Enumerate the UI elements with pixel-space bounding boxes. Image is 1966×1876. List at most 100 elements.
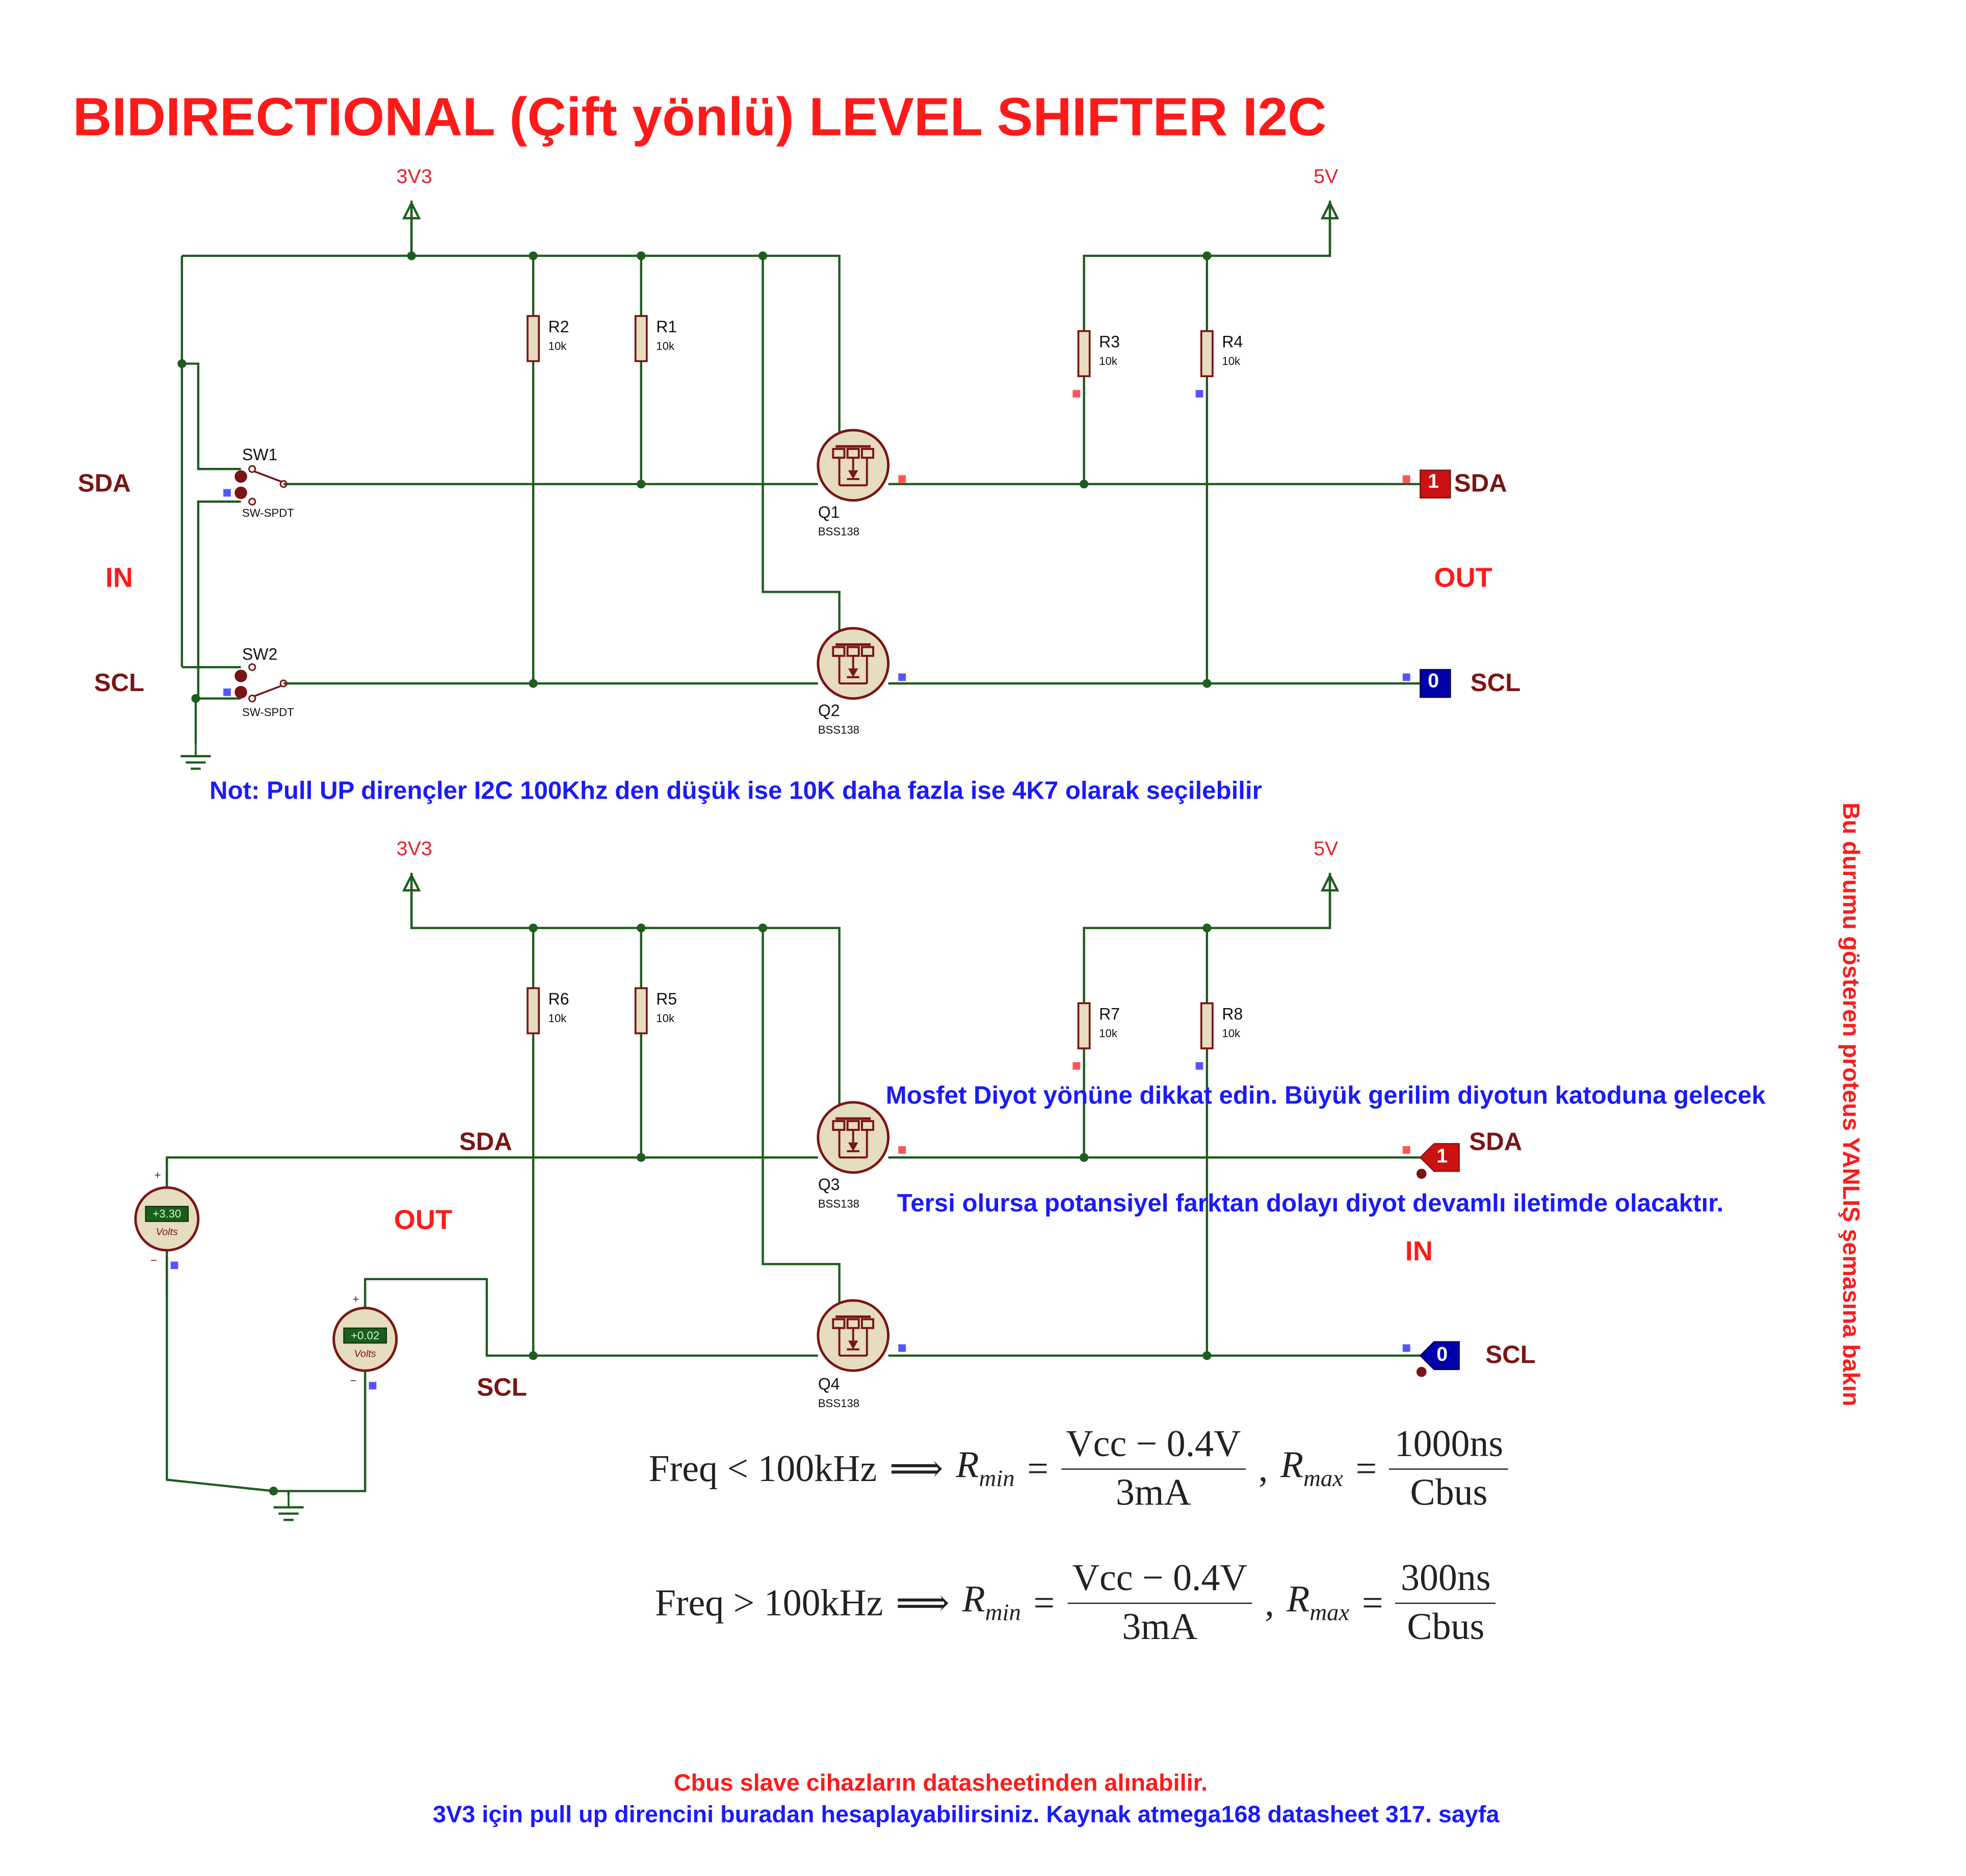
resistor-r7 <box>1077 1002 1091 1049</box>
r7-ref: R7 <box>1099 1004 1120 1023</box>
supply-3v3-top-label: 3V3 <box>396 167 432 189</box>
formula-high-condition: Freq > 100kHz <box>654 1582 883 1624</box>
q4-ref: Q4 <box>818 1374 840 1393</box>
page-title: BIDIRECTIONAL (Çift yönlü) LEVEL SHIFTER… <box>72 88 1327 148</box>
svg-text:−: − <box>350 1375 357 1387</box>
bottom-scl-label: SCL <box>477 1374 527 1402</box>
formula-high-rmax: 300ns Cbus <box>1396 1557 1496 1649</box>
svg-text:+: + <box>154 1169 161 1181</box>
formula-low-freq: Freq < 100kHz ⟹ Rmin= Vcc − 0.4V 3mA ,Rm… <box>649 1423 1508 1515</box>
logic-probe-sda-top <box>1420 469 1451 499</box>
voltmeter-scl-reading: +0.02 <box>351 1329 380 1342</box>
formula-low-rmax: 1000ns Cbus <box>1389 1423 1508 1515</box>
q1-ref: Q1 <box>818 503 840 522</box>
top-sda-out-label: SDA <box>1454 470 1507 498</box>
r2-ref: R2 <box>548 317 569 336</box>
logic-state-scl-bottom[interactable] <box>1416 1341 1460 1377</box>
mosfet-q2 <box>818 628 888 699</box>
r3-ref: R3 <box>1099 332 1120 351</box>
diode-note-2: Tersi olursa potansiyel farktan dolayı d… <box>897 1190 1724 1218</box>
footer-cbus-note: Cbus slave cihazların datasheetinden alı… <box>673 1771 1208 1798</box>
r4-ref: R4 <box>1222 332 1243 351</box>
r8-ref: R8 <box>1222 1004 1243 1023</box>
bottom-out-label: OUT <box>394 1204 453 1235</box>
formula-low-rmin: Vcc − 0.4V 3mA <box>1061 1423 1246 1515</box>
q3-model: BSS138 <box>818 1197 860 1210</box>
pullup-note: Not: Pull UP dirençler I2C 100Khz den dü… <box>209 777 1262 805</box>
sw1-ref: SW1 <box>242 445 278 464</box>
resistor-r5 <box>634 987 648 1035</box>
voltmeter-sda-unit: Volts <box>155 1226 178 1238</box>
supply-5v-top-icon <box>1322 203 1338 256</box>
switch-sw1[interactable] <box>223 465 287 506</box>
q1-model: BSS138 <box>818 525 860 538</box>
bottom-scl-state: 0 <box>1436 1344 1448 1366</box>
voltmeter-sda-reading: +3.30 <box>152 1207 181 1221</box>
r8-value: 10k <box>1222 1027 1241 1040</box>
logic-state-sda-bottom[interactable] <box>1416 1143 1460 1179</box>
supply-3v3-top-icon <box>404 203 420 256</box>
top-scl-probe-state: 0 <box>1428 671 1439 693</box>
bottom-sda-label: SDA <box>459 1128 512 1156</box>
r2-value: 10k <box>548 339 567 353</box>
sw1-model: SW-SPDT <box>242 507 294 519</box>
voltmeter-sda: + − <box>134 1169 200 1270</box>
r7-value: 10k <box>1099 1027 1117 1040</box>
formula-high-freq: Freq > 100kHz ⟹ Rmin= Vcc − 0.4V 3mA ,Rm… <box>655 1557 1496 1649</box>
sw2-ref: SW2 <box>242 644 278 664</box>
implies-icon: ⟹ <box>896 1582 950 1624</box>
mosfet-q3 <box>818 1102 888 1173</box>
sw2-model: SW-SPDT <box>242 706 294 719</box>
q2-model: BSS138 <box>818 723 860 736</box>
resistor-r6 <box>527 987 540 1035</box>
bottom-wires <box>166 873 1421 1495</box>
r6-value: 10k <box>548 1012 567 1025</box>
r3-value: 10k <box>1099 355 1117 367</box>
r5-ref: R5 <box>656 989 677 1009</box>
resistor-r1 <box>634 315 648 362</box>
mosfet-q4 <box>818 1301 888 1371</box>
voltmeter-scl: + − <box>332 1293 398 1390</box>
svg-text:−: − <box>150 1254 157 1266</box>
r1-ref: R1 <box>656 317 677 336</box>
svg-text:+: + <box>353 1293 359 1306</box>
top-sda-label: SDA <box>77 470 131 498</box>
pin-markers-top <box>898 390 1410 681</box>
side-note: Bu durumu gösteren proteus YANLIŞ şeması… <box>1837 802 1864 1407</box>
formula-high-rmin: Vcc − 0.4V 3mA <box>1067 1557 1252 1649</box>
supply-3v3-bottom-label: 3V3 <box>396 839 432 860</box>
supply-5v-top-label: 5V <box>1314 167 1339 189</box>
q2-ref: Q2 <box>818 701 840 720</box>
ground-bottom-icon <box>274 1495 304 1520</box>
supply-5v-bottom-icon <box>1322 875 1338 928</box>
bottom-junctions <box>269 923 1212 1496</box>
r1-value: 10k <box>656 339 675 353</box>
supply-5v-bottom-label: 5V <box>1314 839 1339 860</box>
implies-icon: ⟹ <box>889 1448 943 1490</box>
bottom-sda-state: 1 <box>1436 1146 1448 1168</box>
top-junctions <box>177 251 1212 703</box>
logic-probe-scl-top <box>1420 669 1451 698</box>
mosfet-q1 <box>818 430 888 500</box>
r6-ref: R6 <box>548 989 569 1009</box>
top-sda-probe-state: 1 <box>1428 471 1439 493</box>
q3-ref: Q3 <box>818 1175 840 1194</box>
supply-3v3-bottom-icon <box>404 875 420 928</box>
formula-low-condition: Freq < 100kHz <box>648 1447 877 1489</box>
switch-sw2[interactable] <box>223 663 287 703</box>
ground-top-icon <box>180 744 211 769</box>
resistor-r8 <box>1200 1002 1214 1049</box>
pin-markers-bottom <box>898 1062 1410 1352</box>
top-scl-label: SCL <box>94 669 145 698</box>
footer-source-note: 3V3 için pull up direncini buradan hesap… <box>433 1802 1500 1829</box>
r5-value: 10k <box>656 1012 675 1025</box>
top-scl-out-label: SCL <box>1470 669 1521 698</box>
bottom-scl-in-label: SCL <box>1485 1341 1536 1369</box>
bottom-sda-in-label: SDA <box>1469 1128 1523 1156</box>
bottom-in-label: IN <box>1405 1235 1433 1267</box>
resistor-r2 <box>527 315 540 362</box>
top-wires <box>180 200 1421 744</box>
resistor-r3 <box>1077 330 1091 378</box>
